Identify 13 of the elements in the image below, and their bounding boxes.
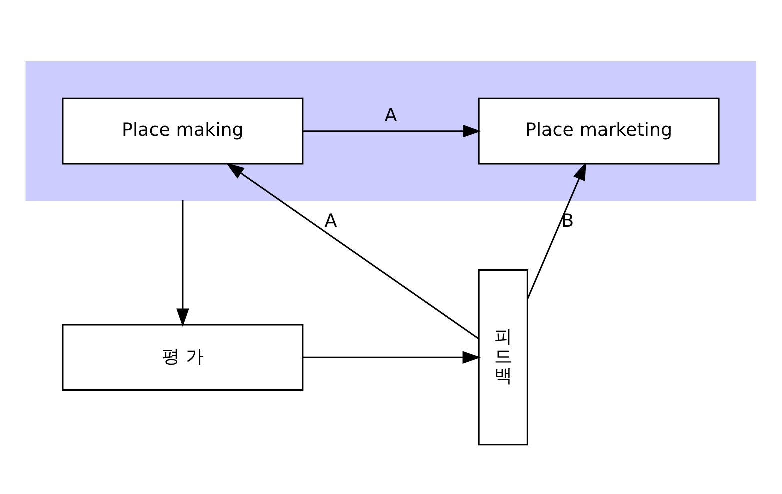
edge-label: B (562, 210, 574, 232)
node-box: Place marketing (478, 97, 720, 164)
edge-label: A (384, 105, 398, 126)
arrow (303, 350, 482, 364)
arrow (527, 162, 586, 300)
arrow (303, 124, 482, 138)
edge-label: A (324, 210, 338, 232)
node-box: 피드백 (478, 269, 528, 446)
arrow (226, 162, 480, 340)
cluster (26, 60, 756, 201)
node-box: Place making (62, 97, 304, 164)
arrow (176, 200, 190, 327)
node-box: 평 가 (62, 324, 304, 391)
